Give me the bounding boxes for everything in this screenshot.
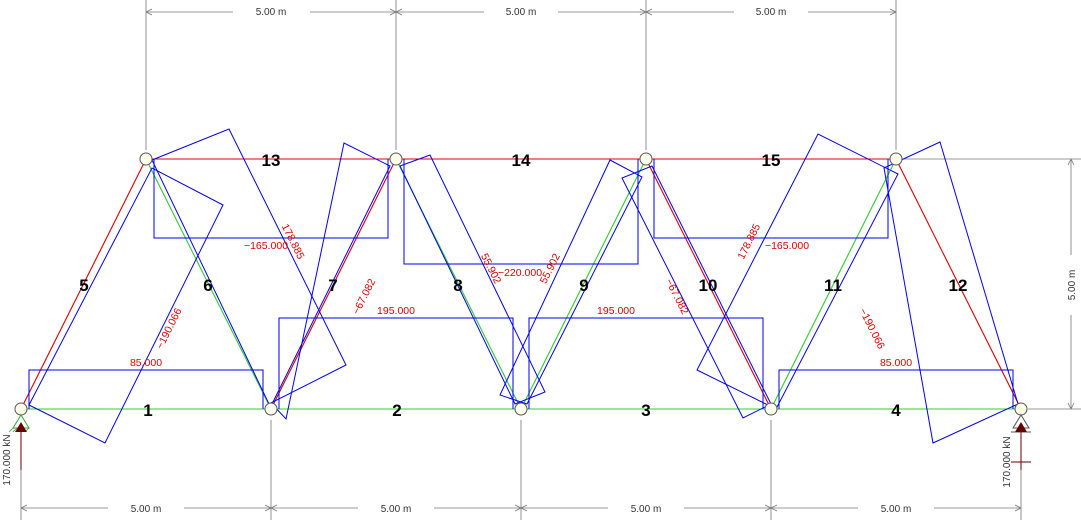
- force-label-m13: −165.000: [244, 240, 288, 252]
- dimension-lines: [20, 0, 1081, 520]
- dim-top-1: 5.00 m: [256, 7, 287, 18]
- truss-members: [20, 158, 1022, 410]
- member-5: [20, 158, 147, 410]
- member-label-13: 13: [262, 151, 281, 170]
- force-label-m4: 85.000: [880, 357, 912, 369]
- dim-bottom-3: 5.00 m: [631, 504, 662, 515]
- member-label-7: 7: [328, 276, 337, 295]
- force-label-m11: −190.066: [856, 306, 887, 351]
- member-label-15: 15: [762, 151, 781, 170]
- member-label-8: 8: [453, 276, 462, 295]
- member-label-2: 2: [392, 401, 401, 420]
- support-left: [8, 414, 30, 470]
- force-label-m2: 195.000: [377, 305, 415, 317]
- member-label-1: 1: [143, 401, 152, 420]
- dim-height: 5.00 m: [1067, 270, 1078, 301]
- node-bottom-1: [14, 402, 28, 416]
- dim-top-2: 5.00 m: [506, 7, 537, 18]
- member-label-5: 5: [79, 276, 88, 295]
- node-bottom-5: [1014, 402, 1028, 416]
- dim-top-3: 5.00 m: [756, 7, 787, 18]
- truss-nodes: [14, 152, 1028, 416]
- member-label-10: 10: [699, 276, 718, 295]
- member-11: [770, 158, 897, 410]
- support-right: [1011, 414, 1031, 470]
- node-bottom-4: [764, 402, 778, 416]
- force-label-m15: −165.000: [765, 240, 809, 252]
- force-label-m10: −67.082: [663, 277, 691, 317]
- reaction-left-label: 170.000 kN: [2, 434, 13, 485]
- dim-bottom-1: 5.00 m: [131, 504, 162, 515]
- force-diagrams: [28, 128, 1019, 444]
- member-10: [645, 158, 772, 410]
- force-label-m12: 178.885: [735, 222, 763, 261]
- member-label-12: 12: [949, 276, 968, 295]
- member-label-14: 14: [512, 151, 531, 170]
- node-bottom-3: [514, 402, 528, 416]
- dim-bottom-4: 5.00 m: [881, 504, 912, 515]
- member-9: [520, 158, 647, 410]
- node-top-2: [389, 152, 403, 166]
- reaction-right-label: 170.000 kN: [1002, 436, 1013, 487]
- node-bottom-2: [264, 402, 278, 416]
- member-7: [270, 158, 397, 410]
- member-label-11: 11: [824, 276, 842, 295]
- force-label-m3: 195.000: [597, 305, 635, 317]
- node-top-1: [139, 152, 153, 166]
- member-label-4: 4: [891, 401, 901, 420]
- member-12: [895, 158, 1022, 410]
- force-label-m7: −67.082: [350, 277, 378, 317]
- node-top-3: [639, 152, 653, 166]
- member-label-6: 6: [203, 276, 212, 295]
- dim-bottom-2: 5.00 m: [381, 504, 412, 515]
- member-label-3: 3: [641, 401, 650, 420]
- node-top-4: [889, 152, 903, 166]
- member-6: [145, 158, 272, 410]
- force-label-m1: 85.000: [130, 357, 162, 369]
- member-label-9: 9: [579, 276, 588, 295]
- force-label-m14: −220.000: [498, 267, 542, 279]
